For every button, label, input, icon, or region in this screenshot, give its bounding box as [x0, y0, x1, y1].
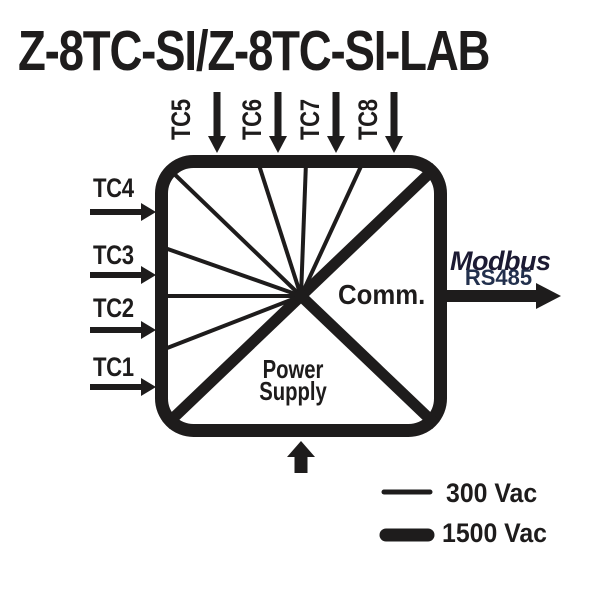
power-supply-line1: Power [262, 354, 324, 384]
product-title: Z-8TC-SI/Z-8TC-SI-LAB [18, 19, 490, 83]
power-input-arrow-icon [287, 441, 315, 473]
tc8-arrow-icon [385, 92, 403, 153]
legend-300vac-label: 300 Vac [446, 478, 538, 508]
modbus-label: Modbus [450, 246, 551, 276]
power-supply-section-label: Power Supply [242, 354, 343, 406]
tc2-arrow-icon [90, 321, 156, 339]
tc7-label: TC7 [295, 99, 325, 140]
tc5-arrow-icon [208, 92, 226, 153]
tc7-arrow-icon [327, 92, 345, 153]
barrier-top-right [297, 163, 440, 300]
comm-section-label: Comm. [338, 279, 426, 310]
tc3-label: TC3 [93, 240, 134, 270]
tc4-arrow-icon [90, 203, 156, 221]
tc6-label: TC6 [237, 99, 267, 140]
isolation-1500vac-barriers [162, 163, 440, 429]
tc5-label: TC5 [166, 99, 196, 140]
legend-1500vac-label: 1500 Vac [442, 518, 547, 548]
tc8-label: TC8 [353, 99, 383, 140]
divider-tc7-tc8 [299, 161, 365, 297]
barrier-bottom-left [162, 292, 305, 429]
barrier-bottom-right [297, 292, 440, 429]
isolation-300vac-barriers [161, 161, 365, 352]
device-box-outline [155, 155, 447, 437]
tc3-arrow-icon [90, 266, 156, 284]
divider-tc5-tc6 [256, 161, 303, 297]
divider-tc6-tc7 [299, 161, 308, 297]
divider-tc3-tc4 [161, 245, 302, 298]
power-supply-line2: Supply [259, 375, 327, 406]
barrier-hub [294, 289, 308, 303]
rs485-label: RS485 [464, 265, 533, 290]
tc4-label: TC4 [93, 173, 134, 203]
tc1-arrow-icon [90, 378, 156, 396]
tc1-label: TC1 [93, 352, 134, 382]
divider-tc4-tc5 [165, 165, 303, 298]
tc6-arrow-icon [269, 92, 287, 153]
tc2-label: TC2 [93, 293, 134, 323]
divider-tc1-tc2 [161, 294, 302, 352]
modbus-output-arrow-icon [446, 283, 561, 309]
